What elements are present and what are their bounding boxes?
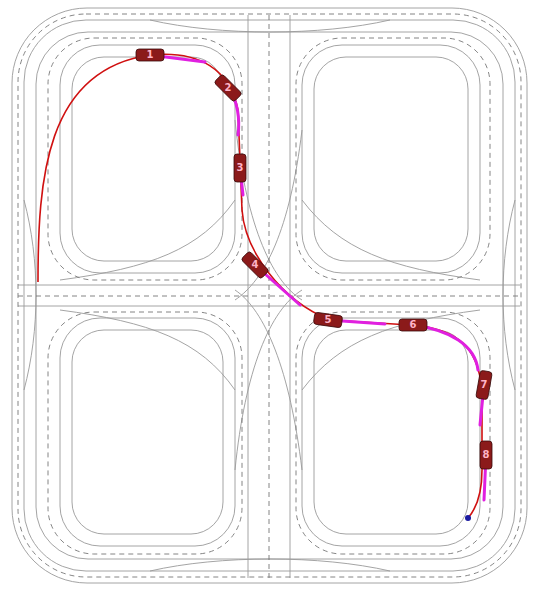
callout-number: 1 [147,50,154,60]
callout-number: 4 [252,260,259,270]
callout-number: 8 [483,450,490,460]
callout-number: 6 [410,320,417,330]
goal-point [465,515,471,521]
history-trajectory [38,54,482,518]
car-icons [136,49,492,469]
callout-number: 3 [237,163,244,173]
callout-number: 5 [325,315,332,325]
predicted-trajectory [150,55,486,500]
callout-number: 2 [225,83,232,93]
callout-number: 7 [481,380,488,390]
